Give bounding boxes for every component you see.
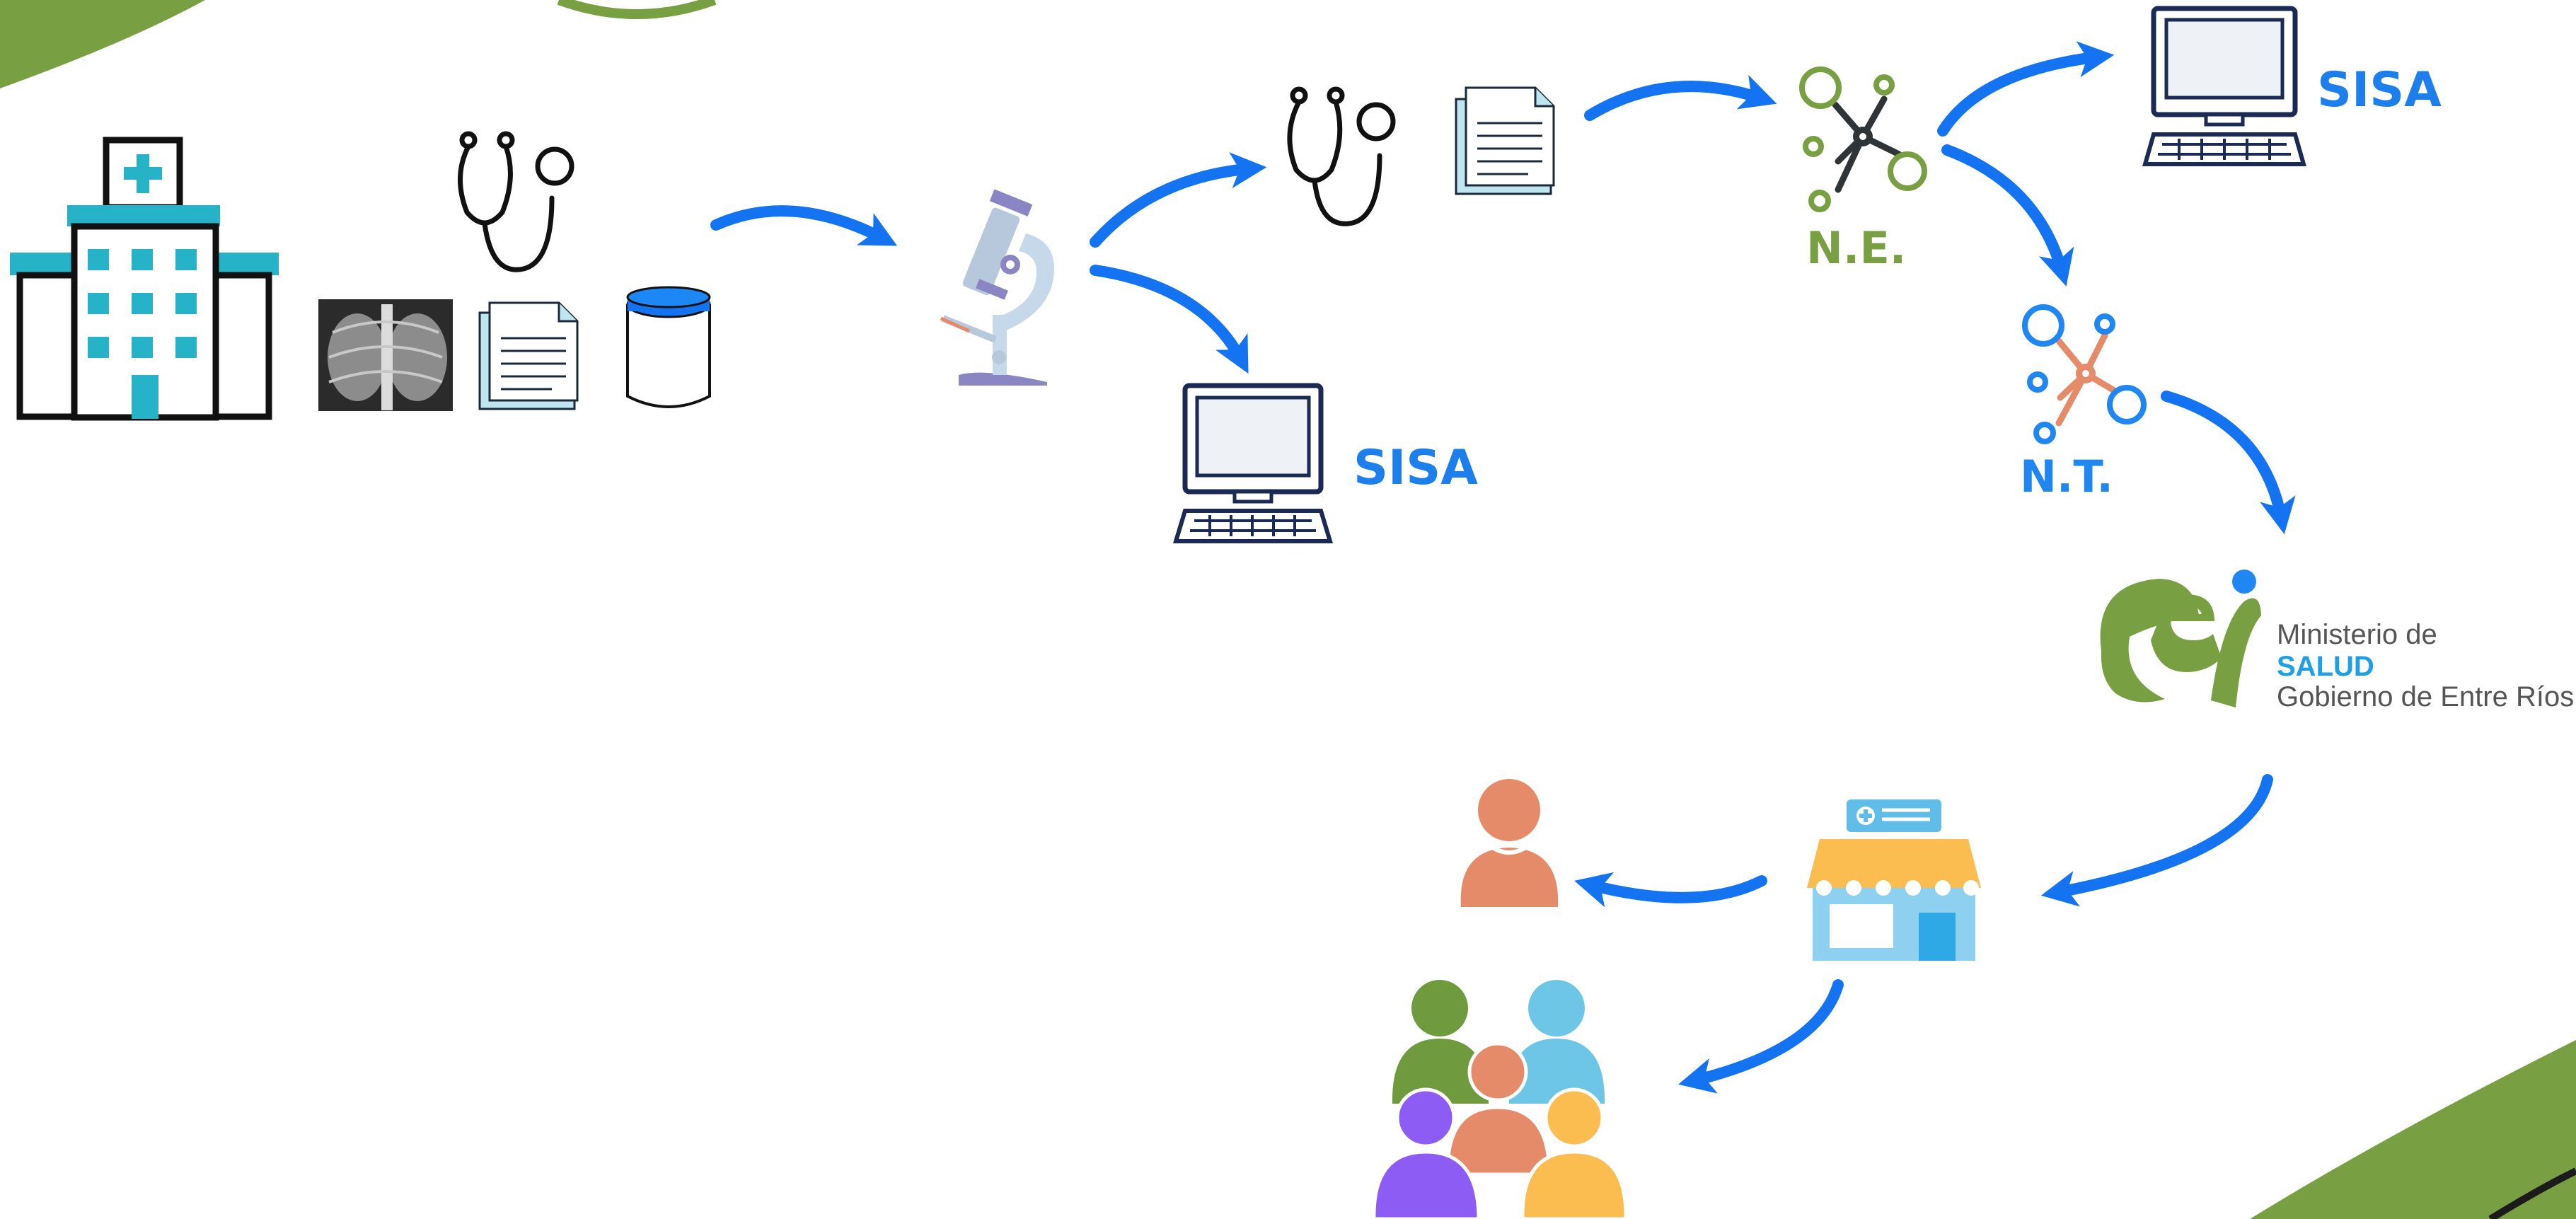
chest-xray-image — [318, 299, 453, 411]
ministerio-salud-logo: Ministerio de SALUD Gobierno de Entre Rí… — [2100, 570, 2574, 712]
ne-label: N.E. — [1806, 222, 1906, 274]
arrow-ne-to-sisa — [1937, 41, 2115, 137]
logo-line3: Gobierno de Entre Ríos — [2277, 681, 2574, 712]
document-icon-2 — [1455, 86, 1555, 195]
arrow-nt-to-ministry — [2161, 391, 2296, 535]
logo-line1: Ministerio de — [2277, 619, 2437, 650]
pharmacy-store-icon — [1807, 799, 1981, 961]
arrow-clinic-to-ne — [1584, 74, 1777, 121]
network-ne-icon — [1799, 67, 1927, 212]
arrow-ne-to-nt — [1941, 144, 2074, 287]
decorative-corner-bottom-right — [2250, 1040, 2576, 1219]
arrow-ministry-to-pharmacy — [2040, 774, 2273, 907]
arrow-pharmacy-to-person — [1574, 872, 1767, 908]
computer-icon-2 — [2142, 6, 2306, 166]
sisa-label-2: SISA — [2317, 62, 2442, 118]
logo-line2: SALUD — [2277, 651, 2374, 682]
stethoscope-icon-2 — [1287, 86, 1396, 226]
stethoscope-icon — [458, 131, 574, 272]
hospital-icon — [10, 137, 279, 421]
arrow-pharmacy-to-group — [1678, 979, 1844, 1094]
nt-label: N.T. — [2020, 451, 2113, 502]
decorative-corner-top-left — [0, 0, 205, 88]
arrow-samples-to-lab — [710, 205, 898, 246]
person-icon — [1460, 779, 1559, 907]
arrow-lab-to-clinic — [1090, 152, 1267, 248]
microscope-icon — [940, 189, 1054, 386]
sisa-label: SISA — [1353, 440, 1478, 496]
sample-container-icon — [626, 286, 711, 408]
document-icon — [478, 301, 579, 410]
group-people-icon — [1372, 980, 1628, 1219]
computer-icon — [1172, 383, 1334, 543]
arrow-lab-to-sisa — [1090, 265, 1249, 374]
network-nt-icon — [2022, 304, 2147, 444]
decorative-ring-top — [557, 0, 717, 19]
